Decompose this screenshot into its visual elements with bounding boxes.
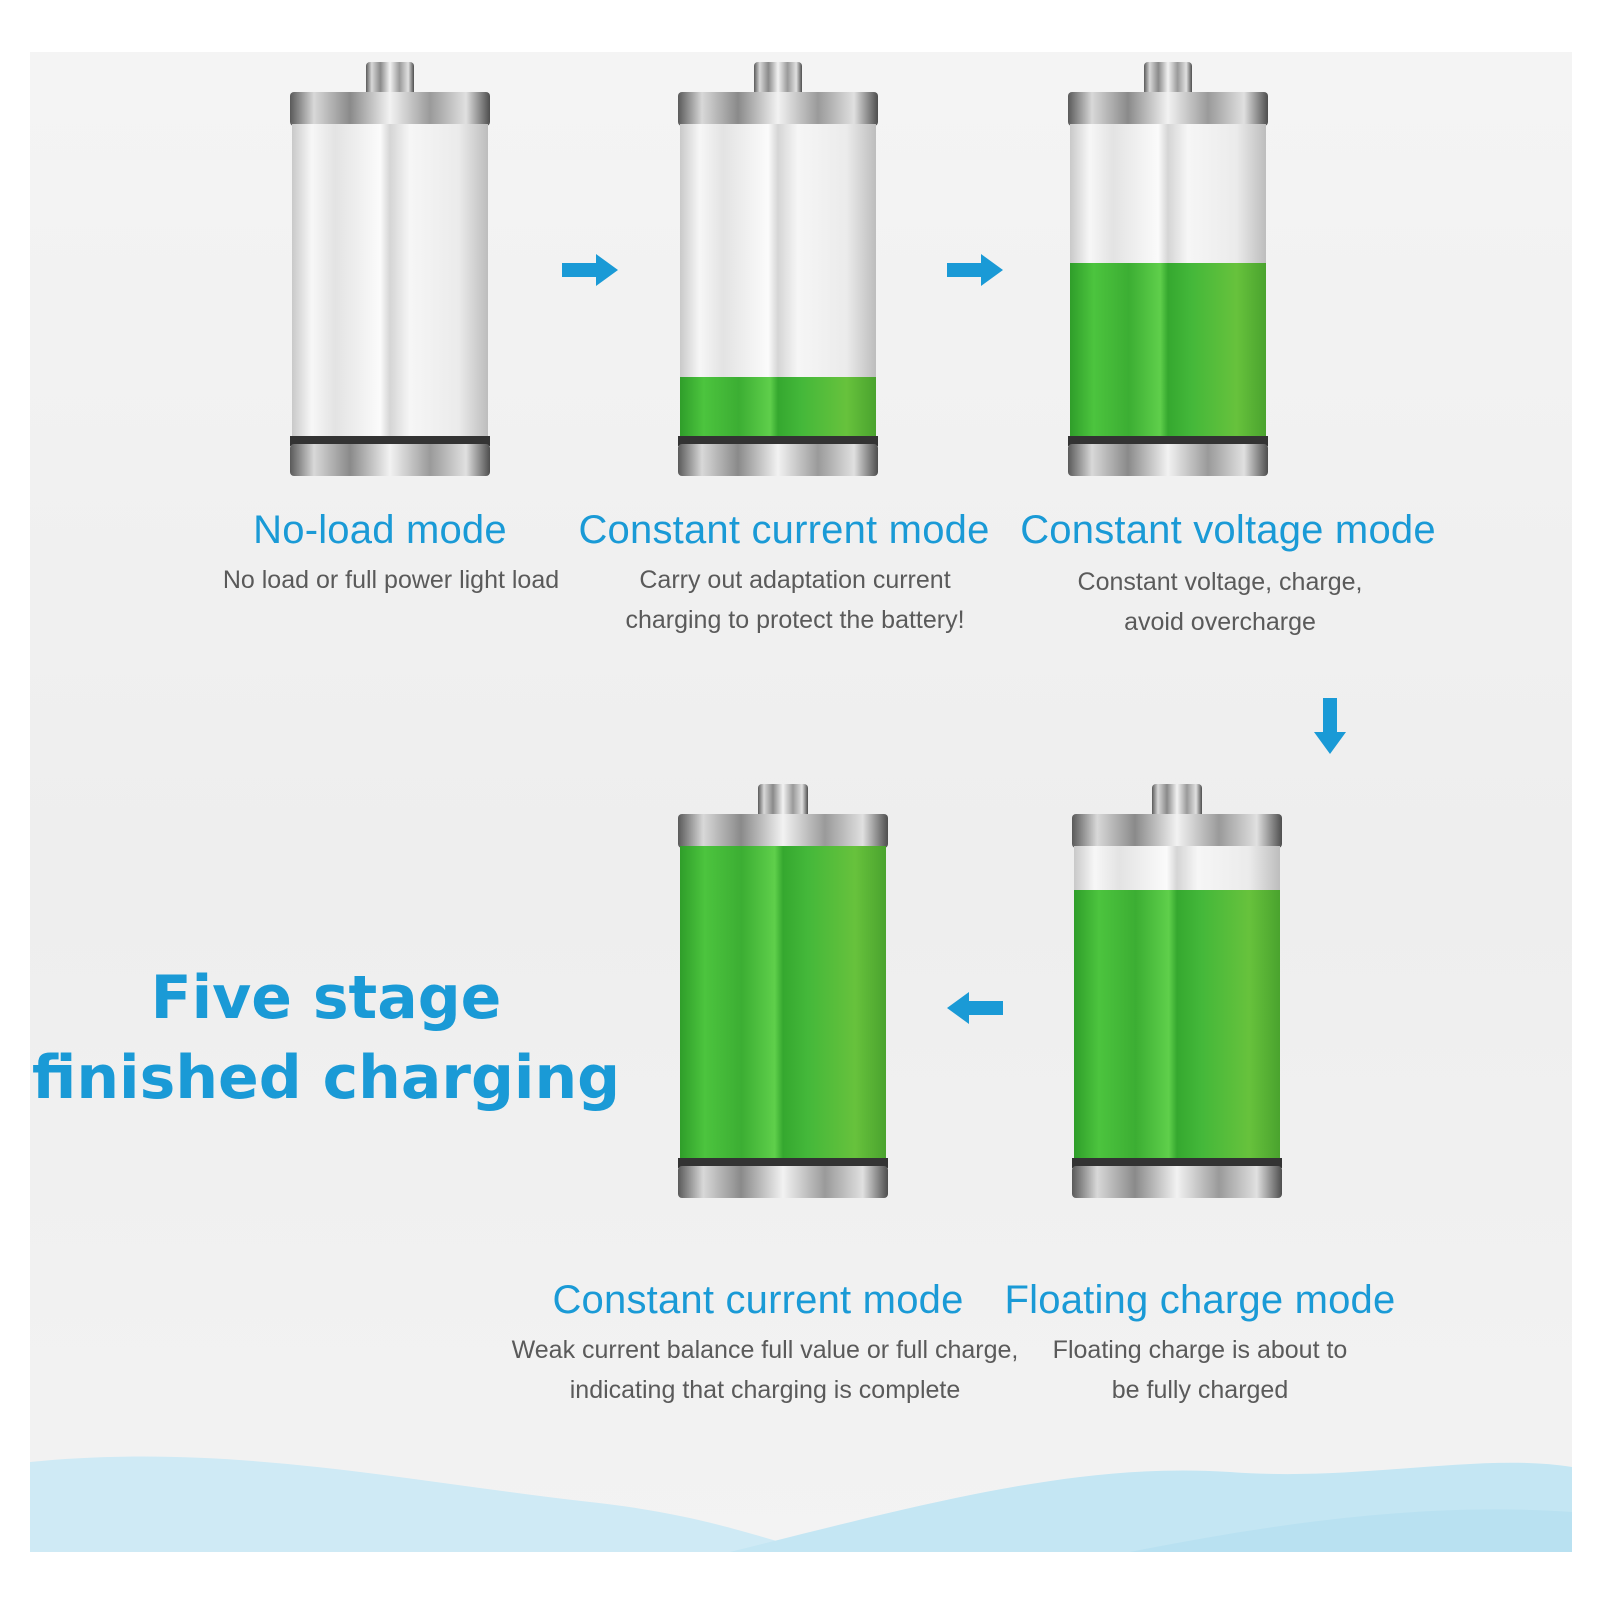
stage-desc-line: charging to protect the battery! xyxy=(625,606,965,634)
stage-title-floating-charge: Floating charge mode xyxy=(1004,1278,1396,1322)
stage-desc-line: Weak current balance full value or full … xyxy=(511,1336,1019,1364)
stage-title-no-load: No-load mode xyxy=(253,508,507,552)
stage-desc-floating-charge: Floating charge is about to be fully cha… xyxy=(1053,1330,1348,1410)
arrow-right-icon xyxy=(945,252,1005,288)
headline: Five stage finished charging xyxy=(32,958,620,1118)
stage-desc-constant-current: Carry out adaptation current charging to… xyxy=(625,560,964,640)
stage-desc-line: Carry out adaptation current xyxy=(639,566,951,594)
stage-desc-line: indicating that charging is complete xyxy=(569,1376,961,1404)
stage-desc-no-load: No load or full power light load xyxy=(223,560,559,600)
headline-line-1: Five stage xyxy=(150,963,502,1033)
wave-decoration xyxy=(30,1456,1572,1552)
stage-title-constant-voltage: Constant voltage mode xyxy=(1020,508,1436,552)
stage-title-final-constant-current: Constant current mode xyxy=(552,1278,964,1322)
stage-desc-line: be fully charged xyxy=(1111,1376,1289,1404)
headline-line-2: finished charging xyxy=(31,1043,621,1113)
stage-desc-constant-voltage: Constant voltage, charge, avoid overchar… xyxy=(1078,562,1363,642)
arrow-left-icon xyxy=(945,990,1005,1026)
arrow-down-icon xyxy=(1312,696,1348,756)
stage-desc-line: Floating charge is about to xyxy=(1052,1336,1348,1364)
stage-desc-line: avoid overcharge xyxy=(1124,608,1316,636)
battery-no-load xyxy=(290,60,490,480)
stage-desc-line: No load or full power light load xyxy=(222,566,560,594)
battery-fully-charged xyxy=(678,782,888,1202)
battery-floating-charge xyxy=(1072,782,1282,1202)
stage-title-constant-current: Constant current mode xyxy=(578,508,990,552)
stage-desc-line: Constant voltage, charge, xyxy=(1077,568,1363,596)
stage-desc-final-constant-current: Weak current balance full value or full … xyxy=(512,1330,1019,1410)
battery-constant-current xyxy=(678,60,878,480)
battery-constant-voltage xyxy=(1068,60,1268,480)
arrow-right-icon xyxy=(560,252,620,288)
